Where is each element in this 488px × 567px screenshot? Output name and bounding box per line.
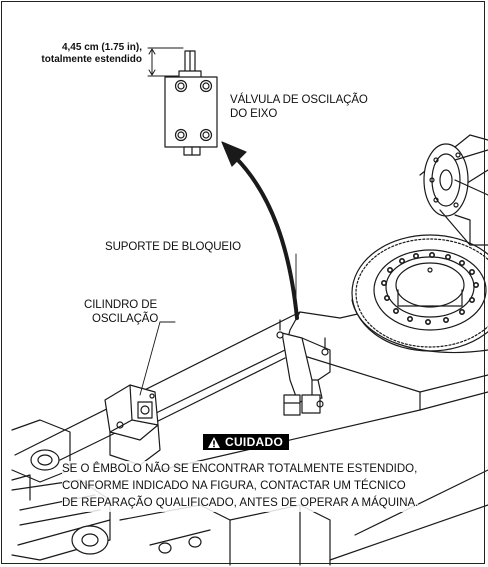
caution-badge: CUIDADO xyxy=(203,434,290,450)
lock-bracket-label: SUPORTE DE BLOQUEIO xyxy=(105,241,241,253)
dimension-label-line1: 4,45 cm (1.75 in), xyxy=(61,42,142,53)
valve-label-line2: DO EIXO xyxy=(230,108,278,120)
caution-line3: DE REPARAÇÃO QUALIFICADO, ANTES DE OPERA… xyxy=(62,497,419,509)
lock-bracket xyxy=(276,319,331,416)
turntable-gear xyxy=(351,234,488,354)
cylinder-label-line1: CILINDRO DE xyxy=(84,299,158,311)
cylinder-label: CILINDRO DE OSCILAÇÃO xyxy=(84,298,158,326)
caution-line1: SE O ÊMBOLO NÃO SE ENCONTRAR TOTALMENTE … xyxy=(62,463,418,475)
axle-hub xyxy=(419,134,488,246)
curved-arrow-icon xyxy=(221,141,299,320)
dimension-callout xyxy=(147,47,184,77)
leader-lines xyxy=(139,253,297,396)
valve-label-line1: VÁLVULA DE OSCILAÇÃO xyxy=(230,94,368,106)
caution-badge-label: CUIDADO xyxy=(225,435,284,449)
oscillation-cylinder xyxy=(104,384,161,466)
dimension-label-line2: totalmente estendido xyxy=(41,54,142,65)
dimension-label: 4,45 cm (1.75 in), totalmente estendido xyxy=(41,42,142,66)
caution-text: SE O ÊMBOLO NÃO SE ENCONTRAR TOTALMENTE … xyxy=(62,461,419,512)
caution-line2: CONFORME INDICADO NA FIGURA, CONTACTAR U… xyxy=(62,480,406,492)
cylinder-label-line2: OSCILAÇÃO xyxy=(92,313,159,325)
oscillation-valve-detail xyxy=(164,50,218,156)
valve-label: VÁLVULA DE OSCILAÇÃO DO EIXO xyxy=(230,93,368,121)
warning-triangle-icon xyxy=(208,436,220,448)
lower-left-machinery xyxy=(11,419,231,566)
